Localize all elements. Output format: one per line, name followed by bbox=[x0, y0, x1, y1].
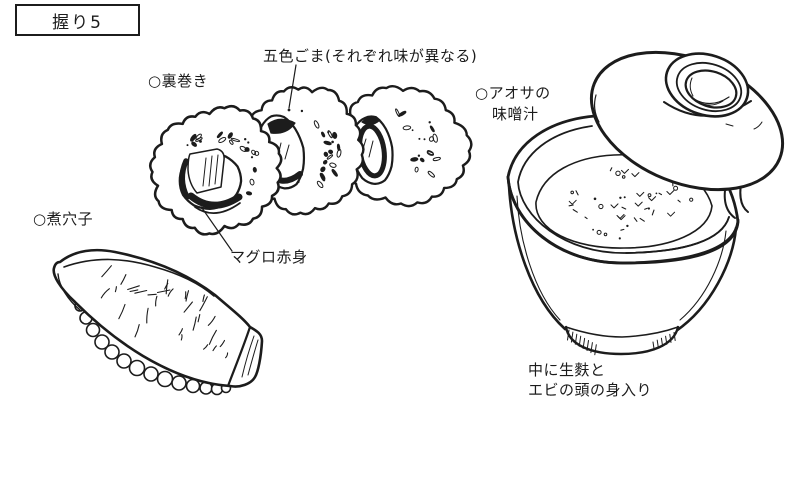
anago-label: ○煮穴子 bbox=[33, 210, 94, 228]
soup-note-line1: 中に生麩と bbox=[528, 361, 606, 379]
maguro-label: マグロ赤身 bbox=[230, 248, 308, 266]
uramaki-label: ○裏巻き bbox=[148, 72, 209, 90]
soup-note-label: 中に生麩と エビの頭の身入り bbox=[528, 360, 652, 400]
leader-lines bbox=[201, 64, 297, 252]
uramaki-sesame-rolls-drawing bbox=[149, 85, 473, 236]
miso-soup-label-line2: 味噌汁 bbox=[492, 105, 539, 123]
anago-nigiri-drawing bbox=[52, 248, 264, 396]
miso-soup-bowl-with-lid-drawing bbox=[506, 50, 785, 356]
miso-soup-label: ○アオサの 味噌汁 bbox=[475, 83, 551, 125]
miso-soup-label-line1: ○アオサの bbox=[475, 84, 551, 102]
goma-note-label: 五色ごま(それぞれ味が異なる) bbox=[263, 47, 478, 65]
title-label: 握り5 bbox=[52, 12, 103, 33]
soup-note-line2: エビの頭の身入り bbox=[528, 381, 653, 399]
title-box: 握り5 bbox=[15, 4, 140, 36]
